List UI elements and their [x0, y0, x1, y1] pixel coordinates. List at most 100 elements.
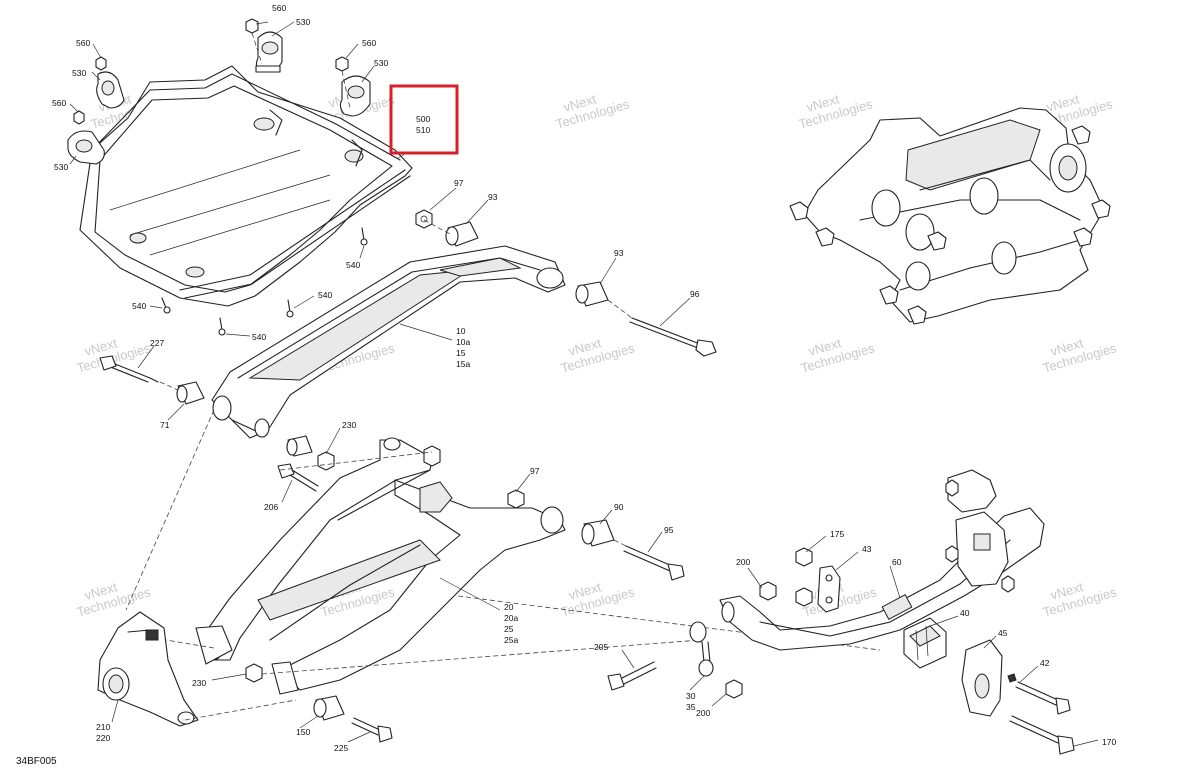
- callout-30: 30: [686, 691, 696, 701]
- callout-20a: 20a: [504, 613, 518, 623]
- upper-a-arm: [211, 245, 566, 439]
- callout-10: 10: [456, 326, 466, 336]
- bolt-95: [623, 545, 685, 581]
- screw-540-center: [286, 299, 294, 318]
- callout-200: 200: [696, 708, 710, 718]
- callout-560: 560: [52, 98, 66, 108]
- callout-45: 45: [998, 628, 1008, 638]
- callout-97: 97: [530, 466, 540, 476]
- bolt-206: [277, 463, 319, 492]
- callout-500: 500: [416, 114, 430, 124]
- link-rod-30: [689, 621, 714, 677]
- assembly-lines: [125, 219, 881, 721]
- callout-540: 540: [252, 332, 266, 342]
- callout-540: 540: [346, 260, 360, 270]
- callout-530: 530: [54, 162, 68, 172]
- sway-bar: [719, 469, 1045, 651]
- callout-40: 40: [960, 608, 970, 618]
- bushing-93-right: [575, 281, 609, 307]
- callout-205: 205: [594, 642, 608, 652]
- clamp-530-mid: [339, 75, 371, 117]
- callout-530: 530: [374, 58, 388, 68]
- nut-97-upper: [415, 209, 433, 229]
- skid-plate: [79, 65, 413, 307]
- callout-20: 20: [504, 602, 514, 612]
- nut-560-mid: [335, 56, 351, 109]
- nut-200-lower: [725, 679, 743, 699]
- callout-71: 71: [160, 420, 170, 430]
- callout-93: 93: [488, 192, 498, 202]
- bushing-40: [903, 617, 947, 669]
- nut-230-lower: [245, 663, 263, 683]
- bolt-170: [1009, 715, 1075, 755]
- callouts: 560 530 560 530 560 530 560 530 540 540 …: [52, 3, 1116, 753]
- nut-175: [795, 547, 813, 607]
- callout-560: 560: [76, 38, 90, 48]
- screw-540-left: [161, 297, 171, 314]
- knuckle: [97, 611, 199, 727]
- callout-230: 230: [342, 420, 356, 430]
- callout-150: 150: [296, 727, 310, 737]
- callout-200: 200: [736, 557, 750, 567]
- nut-560-left-lower: [73, 110, 85, 125]
- callout-43: 43: [862, 544, 872, 554]
- callout-25: 25: [504, 624, 514, 634]
- bolt-42: [1007, 673, 1071, 715]
- callout-42: 42: [1040, 658, 1050, 668]
- callout-225: 225: [334, 743, 348, 753]
- callout-60: 60: [892, 557, 902, 567]
- bolt-225: [351, 717, 393, 743]
- bushing-93-upper: [445, 221, 479, 247]
- clamp-530-left-lower: [67, 130, 105, 165]
- bushing-230-upper: [286, 435, 313, 457]
- screw-540-bottom: [218, 317, 226, 336]
- callout-35: 35: [686, 702, 696, 712]
- bushing-90: [581, 519, 615, 547]
- callout-15: 15: [456, 348, 466, 358]
- screw-540-right: [360, 227, 368, 246]
- callout-530: 530: [296, 17, 310, 27]
- bushing-71: [176, 381, 205, 405]
- callout-206: 206: [264, 502, 278, 512]
- callout-210: 210: [96, 722, 110, 732]
- callout-230: 230: [192, 678, 206, 688]
- callout-227: 227: [150, 338, 164, 348]
- leader-lines: [69, 21, 1099, 747]
- bushing-150: [313, 695, 345, 721]
- callout-560: 560: [362, 38, 376, 48]
- diagram-code: 34BF005: [16, 756, 57, 767]
- nut-230-upper: [317, 451, 335, 471]
- bolt-205: [607, 661, 657, 691]
- callout-90: 90: [614, 502, 624, 512]
- nut-97-lower: [507, 489, 525, 509]
- bracket-45: [961, 639, 1003, 717]
- nut-560-top: [245, 18, 263, 65]
- assembled-suspension-view: [789, 107, 1111, 325]
- callout-15a: 15a: [456, 359, 470, 369]
- plate-43: [817, 565, 841, 613]
- clamp-530-left-upper: [96, 71, 125, 109]
- callout-97: 97: [454, 178, 464, 188]
- callout-530: 530: [72, 68, 86, 78]
- callout-540: 540: [318, 290, 332, 300]
- callout-220: 220: [96, 733, 110, 743]
- callout-93: 93: [614, 248, 624, 258]
- clamp-530-top: [255, 31, 283, 73]
- callout-170: 170: [1102, 737, 1116, 747]
- highlight-box: [389, 84, 459, 155]
- nut-200-upper: [759, 581, 777, 601]
- callout-96: 96: [690, 289, 700, 299]
- callout-95: 95: [664, 525, 674, 535]
- bolt-227: [99, 355, 159, 383]
- lower-a-arm: [195, 437, 566, 695]
- callout-560: 560: [272, 3, 286, 13]
- callout-25a: 25a: [504, 635, 518, 645]
- callout-510: 510: [416, 125, 430, 135]
